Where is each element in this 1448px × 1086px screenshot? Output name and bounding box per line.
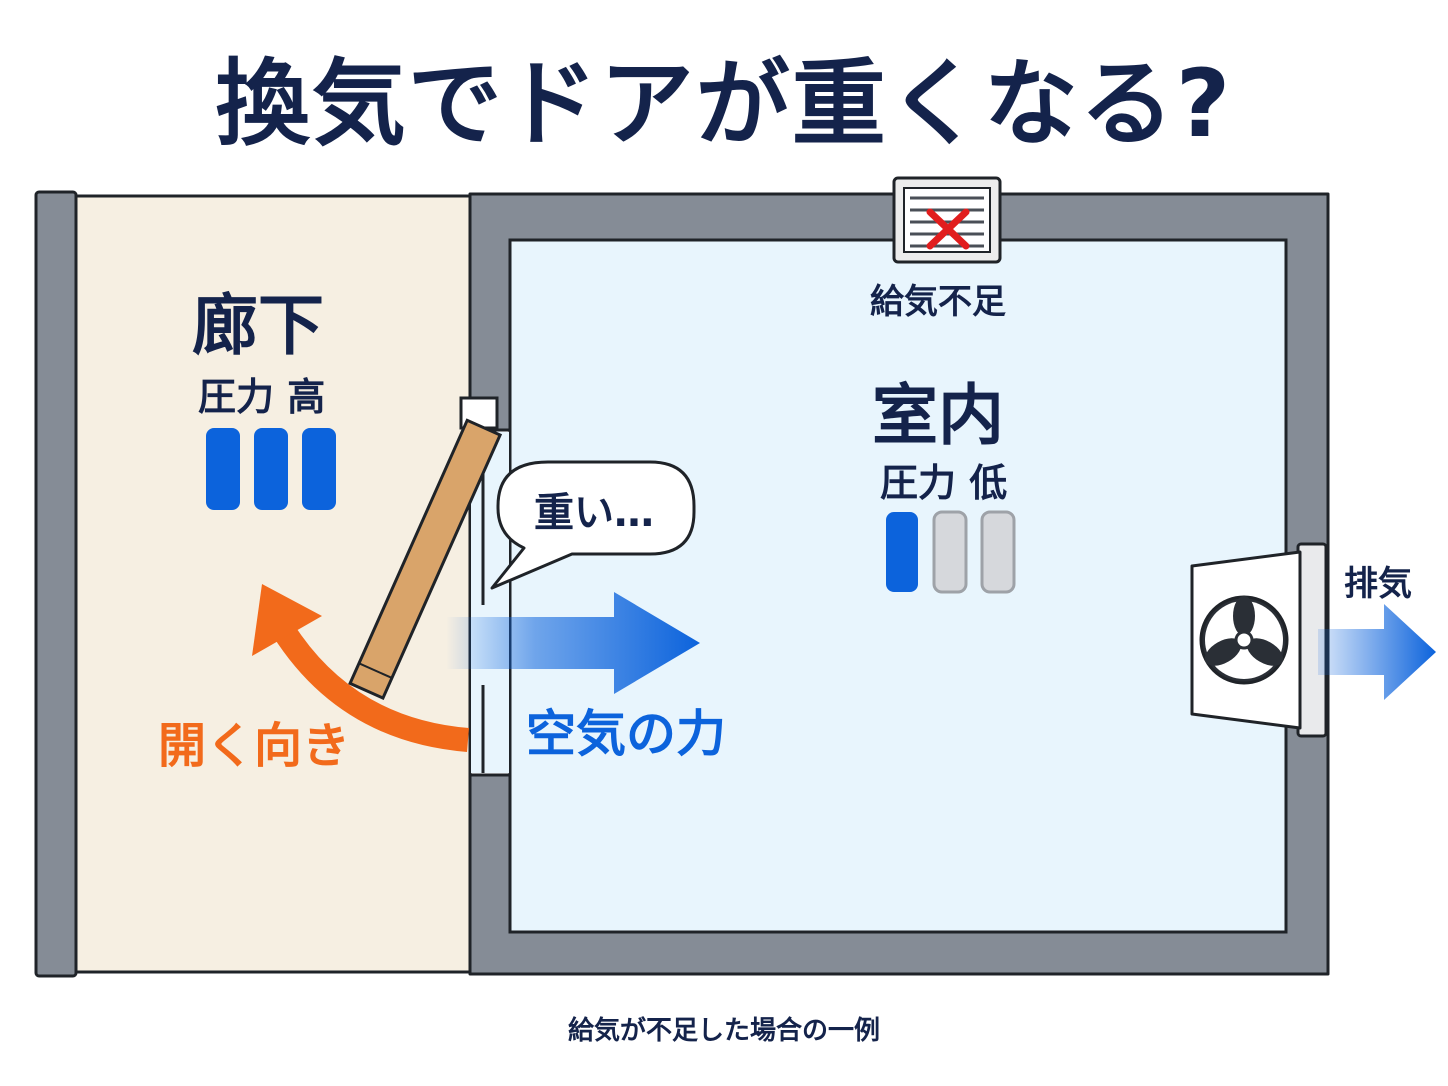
exhaust-arrow <box>1318 604 1436 700</box>
room-pressure-bar-3 <box>980 510 1016 594</box>
exhaust-fan-icon <box>1190 542 1328 738</box>
air-force-arrow <box>446 592 700 694</box>
open-direction-arrow <box>252 584 470 752</box>
blocked-x-icon <box>926 208 970 250</box>
hallway-pressure-bar-3 <box>302 428 336 510</box>
hallway-pressure-bar-2 <box>254 428 288 510</box>
supply-vent-label: 給気不足 <box>870 282 1006 322</box>
blocked-vent-icon <box>892 176 1002 264</box>
hallway-pressure-label: 圧力 高 <box>198 375 326 419</box>
hallway-left-wall <box>34 190 78 978</box>
room-pressure-bar-2 <box>932 510 968 594</box>
speech-bubble <box>490 460 696 590</box>
room-pressure-bar-1 <box>886 512 918 592</box>
hallway-label: 廊下 <box>192 287 324 364</box>
room-label: 室内 <box>872 377 1004 454</box>
hallway-pressure-bar-1 <box>206 428 240 510</box>
door <box>348 396 503 701</box>
speech-text: 重い… <box>534 490 654 536</box>
caption: 給気が不足した場合の一例 <box>567 1016 880 1046</box>
page-title: 換気でドアが重くなる? <box>215 50 1233 159</box>
hallway-pressure-meter <box>206 428 336 510</box>
room-pressure-meter <box>886 510 1016 594</box>
room-pressure-label: 圧力 低 <box>880 461 1008 505</box>
exhaust-label: 排気 <box>1344 564 1412 604</box>
open-direction-label: 開く向き <box>158 718 351 774</box>
air-force-label: 空気の力 <box>526 705 726 763</box>
